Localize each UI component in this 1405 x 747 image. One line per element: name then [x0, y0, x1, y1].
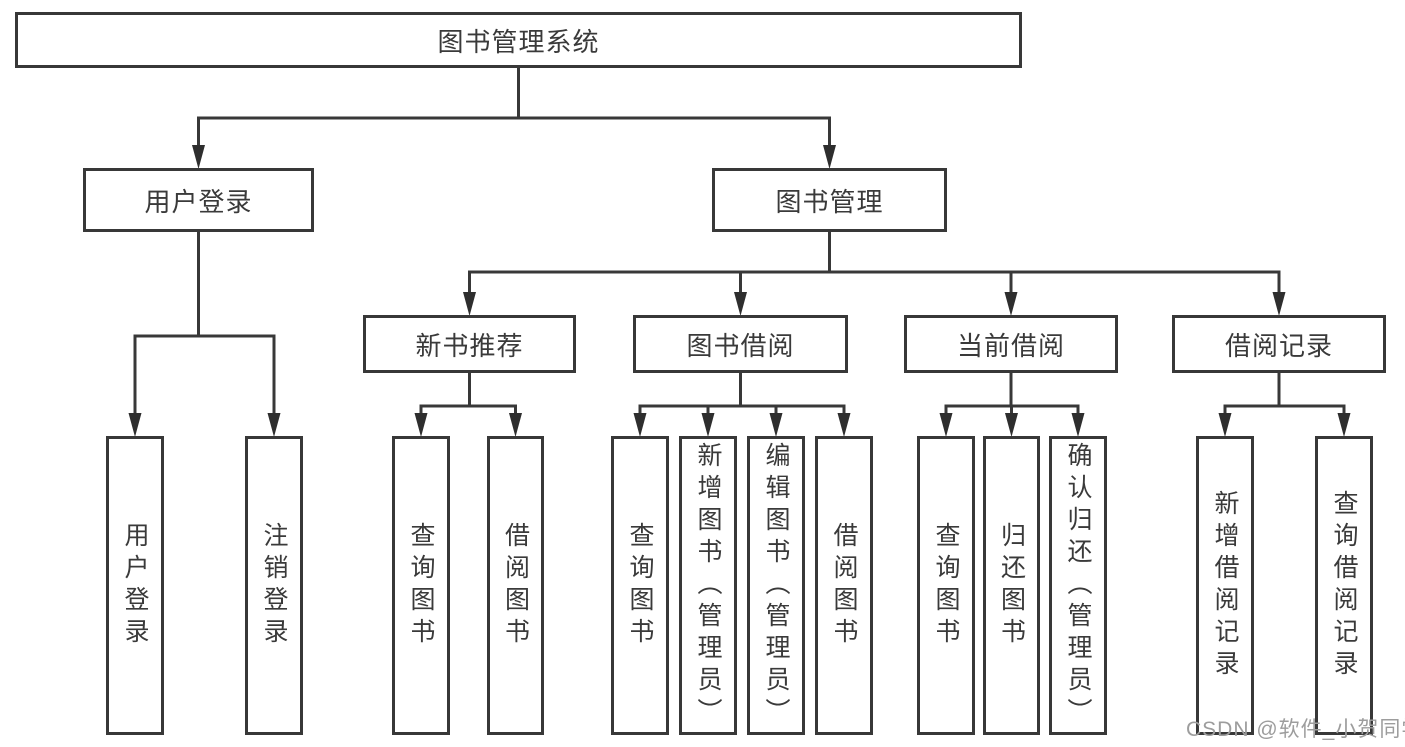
node-current: 当前借阅 [904, 315, 1118, 373]
node-label-nb-query: 查询图书 [407, 521, 435, 650]
node-label-login-user: 用户登录 [121, 521, 149, 650]
node-label-borrow: 图书借阅 [686, 330, 795, 361]
node-cur-query: 查询图书 [917, 436, 975, 735]
arrowhead-icon [414, 413, 428, 437]
node-bw-edit: 编辑图书（管理员） [747, 436, 805, 735]
arrowhead-icon [128, 413, 142, 437]
arrowhead-icon [1071, 413, 1085, 437]
node-label-record: 借阅记录 [1224, 330, 1333, 361]
watermark: CSDN @软件_小贺同学 [1186, 718, 1405, 741]
node-label-root: 图书管理系统 [437, 26, 600, 57]
node-bw-add: 新增图书（管理员） [679, 436, 737, 735]
node-rec-query: 查询借阅记录 [1315, 436, 1373, 735]
node-rec-add: 新增借阅记录 [1196, 436, 1254, 735]
arrowhead-icon [463, 292, 476, 316]
node-label-bw-query: 查询图书 [626, 521, 654, 650]
node-record: 借阅记录 [1172, 315, 1386, 373]
arrowhead-icon [701, 413, 715, 437]
arrowhead-icon [939, 413, 953, 437]
node-label-bw-edit: 编辑图书（管理员） [762, 441, 790, 730]
node-newbook: 新书推荐 [363, 315, 576, 373]
node-label-cur-query: 查询图书 [932, 521, 960, 650]
arrowhead-icon [192, 145, 205, 169]
node-label-bw-borrow: 借阅图书 [830, 521, 858, 650]
arrowhead-icon [769, 413, 783, 437]
node-borrow: 图书借阅 [633, 315, 848, 373]
node-label-mgmt: 图书管理 [775, 186, 884, 217]
node-login: 用户登录 [83, 168, 314, 232]
arrowhead-icon [633, 413, 647, 437]
node-root: 图书管理系统 [15, 12, 1022, 68]
node-nb-borrow: 借阅图书 [487, 436, 544, 735]
arrowhead-icon [267, 413, 281, 437]
arrowhead-icon [837, 413, 851, 437]
node-label-rec-add: 新增借阅记录 [1211, 489, 1239, 682]
node-cur-confirm: 确认归还（管理员） [1049, 436, 1107, 735]
node-label-cur-return: 归还图书 [997, 521, 1026, 650]
node-label-nb-borrow: 借阅图书 [501, 521, 530, 650]
node-label-current: 当前借阅 [956, 330, 1065, 361]
node-label-login: 用户登录 [144, 186, 253, 217]
node-bw-borrow: 借阅图书 [815, 436, 873, 735]
arrowhead-icon [1005, 413, 1018, 437]
node-label-newbook: 新书推荐 [415, 330, 524, 361]
node-login-logout: 注销登录 [245, 436, 303, 735]
arrowhead-icon [823, 145, 836, 169]
node-label-cur-confirm: 确认归还（管理员） [1064, 441, 1092, 730]
arrowhead-icon [1337, 413, 1351, 437]
node-cur-return: 归还图书 [983, 436, 1040, 735]
node-nb-query: 查询图书 [392, 436, 450, 735]
arrowhead-icon [1218, 413, 1232, 437]
node-label-bw-add: 新增图书（管理员） [694, 441, 722, 730]
node-mgmt: 图书管理 [712, 168, 947, 232]
arrowhead-icon [734, 292, 747, 316]
node-label-rec-query: 查询借阅记录 [1330, 489, 1358, 682]
arrowhead-icon [509, 413, 522, 437]
node-label-login-logout: 注销登录 [260, 521, 288, 650]
node-bw-query: 查询图书 [611, 436, 669, 735]
arrowhead-icon [1004, 292, 1018, 316]
node-login-user: 用户登录 [106, 436, 164, 735]
arrowhead-icon [1272, 292, 1286, 316]
